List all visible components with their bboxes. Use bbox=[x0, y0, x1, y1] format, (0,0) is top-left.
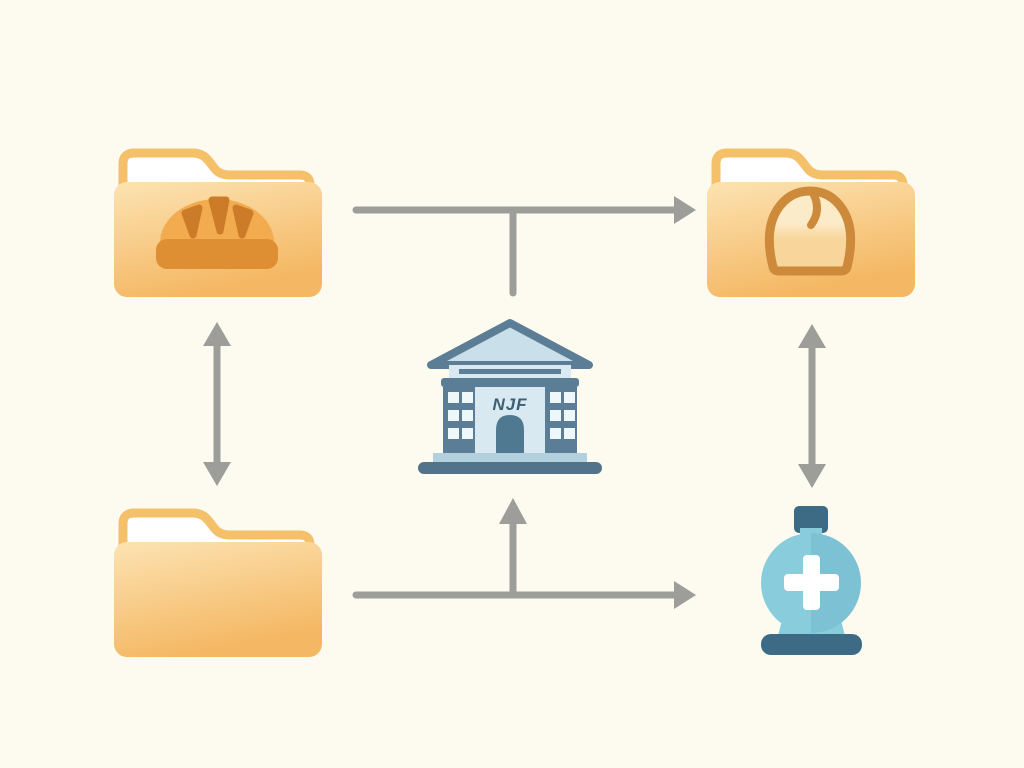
bank-building-icon: NJF bbox=[418, 319, 602, 474]
architrave-stripe bbox=[459, 369, 561, 374]
arrow-head-down bbox=[203, 462, 231, 486]
cross-icon bbox=[784, 555, 839, 610]
roof-pediment bbox=[427, 319, 593, 369]
arrow-right-icon bbox=[352, 498, 696, 609]
medical-bottle-node bbox=[754, 504, 870, 660]
arrow-head-right bbox=[674, 581, 696, 609]
cornice bbox=[441, 378, 579, 387]
folder-bread-node bbox=[112, 139, 324, 299]
arrow-top-flow bbox=[350, 193, 698, 303]
arrow-head-up bbox=[203, 322, 231, 346]
arrow-head-down bbox=[798, 464, 826, 488]
arrow-head-up bbox=[499, 498, 527, 524]
double-arrow-vertical-icon bbox=[798, 324, 826, 488]
folder-bun-node bbox=[705, 139, 917, 299]
double-arrow-left-folders bbox=[195, 318, 239, 490]
right-wing-windows bbox=[550, 392, 575, 439]
base-step bbox=[433, 453, 587, 464]
folder-empty-node bbox=[112, 499, 324, 659]
left-wing-windows bbox=[448, 392, 473, 439]
arrow-right-icon bbox=[352, 196, 696, 297]
folder-icon bbox=[707, 148, 915, 297]
folder-icon bbox=[114, 508, 322, 657]
bottle-with-cross-icon bbox=[761, 506, 862, 655]
bottle-base bbox=[761, 634, 862, 655]
double-arrow-vertical-icon bbox=[203, 322, 231, 486]
arrow-head-right bbox=[674, 196, 696, 224]
folder-body bbox=[114, 542, 322, 657]
door-icon bbox=[496, 415, 524, 453]
bank-building-node: NJF bbox=[413, 318, 607, 476]
arrow-bottom-flow bbox=[350, 492, 698, 614]
double-arrow-folder-bottle bbox=[790, 320, 834, 492]
arrow-head-up bbox=[798, 324, 826, 348]
bottle-cap bbox=[794, 506, 828, 533]
bun-outline-icon bbox=[764, 186, 856, 276]
bread-loaf-icon bbox=[156, 196, 278, 269]
folder-icon bbox=[114, 148, 322, 297]
base-bar bbox=[418, 462, 602, 474]
building-sign-text: NJF bbox=[492, 395, 527, 414]
